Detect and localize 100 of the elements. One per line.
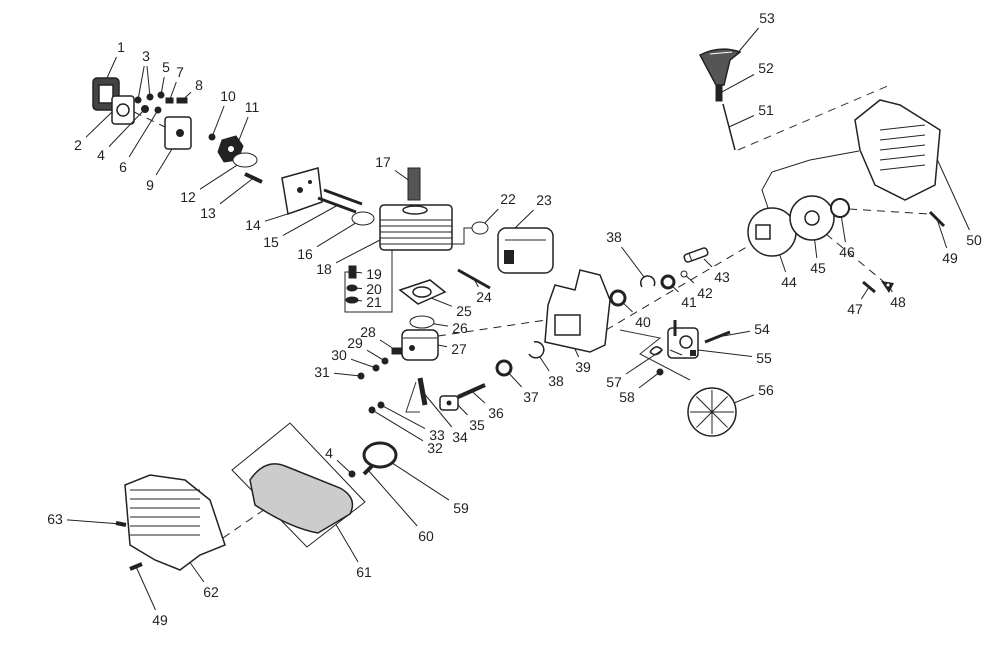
leader-line (366, 350, 383, 360)
leader-line (383, 406, 426, 430)
crank-half-drawing (439, 395, 459, 411)
leader-line (316, 222, 356, 248)
circlip-drawing (640, 275, 656, 288)
bolt-drawing (244, 172, 263, 184)
washer-drawing (372, 364, 380, 372)
leader-line (374, 411, 424, 442)
leader-line (146, 66, 150, 94)
leader-line (471, 390, 486, 404)
leader-line (138, 66, 145, 98)
leader-line (704, 258, 712, 268)
leader-line (357, 300, 362, 302)
leader-line (734, 394, 754, 404)
leader-line (937, 160, 970, 230)
callout-number: 24 (475, 290, 493, 304)
screw-drawing (129, 562, 143, 571)
leader-line (736, 28, 760, 56)
leader-line (890, 288, 893, 292)
leader-line (394, 170, 408, 180)
bearing-drawing (610, 290, 626, 306)
callout-number: 46 (838, 244, 856, 260)
callout-number: 53 (758, 10, 776, 26)
leader-line (220, 178, 254, 204)
leader-line (432, 323, 448, 327)
callout-number: 22 (499, 192, 517, 206)
clip-drawing (358, 372, 364, 380)
callout-number: 45 (809, 260, 827, 276)
alignment-line (848, 208, 930, 214)
clip-drawing (382, 358, 388, 364)
leader-line (334, 372, 358, 376)
leader-line (336, 240, 380, 264)
leader-line (136, 566, 156, 610)
leader-line (438, 344, 448, 348)
leader-line (184, 92, 192, 98)
callout-number: 49 (941, 250, 959, 266)
callout-number: 14 (244, 218, 262, 232)
screw-drawing (704, 330, 731, 344)
muffler-drawing (497, 227, 554, 274)
leader-line (761, 150, 860, 208)
callout-number: 37 (522, 390, 540, 404)
callout-number: 63 (46, 512, 64, 526)
filter-plate-drawing (164, 116, 192, 150)
washer-drawing (154, 106, 162, 114)
callout-number: 36 (487, 406, 505, 420)
callout-number: 61 (355, 564, 373, 580)
grommet-drawing (716, 86, 722, 102)
callout-number: 43 (713, 270, 731, 284)
piston-ring-drawing (410, 316, 434, 328)
nut-drawing (134, 96, 142, 104)
callout-number: 52 (757, 60, 775, 76)
alignment-line (826, 234, 884, 282)
screw-drawing (862, 280, 876, 294)
washer-drawing (141, 105, 149, 113)
callout-number: 44 (780, 274, 798, 290)
filter-base-drawing (111, 95, 135, 125)
callout-number: 15 (262, 234, 280, 250)
leader-line (840, 216, 846, 242)
callout-number: 13 (199, 206, 217, 220)
callout-number: 26 (451, 320, 469, 336)
bearing-drawing (660, 274, 676, 290)
bolt-drawing (457, 268, 491, 290)
washer-drawing (346, 296, 358, 304)
leader-line (282, 204, 338, 236)
leader-line (356, 288, 362, 289)
callout-number: 12 (179, 190, 197, 204)
sleeve-drawing (682, 246, 710, 264)
piston-pin-drawing (392, 348, 402, 354)
leader-line (86, 112, 112, 138)
cylinder-drawing (379, 204, 453, 251)
flywheel-drawing (687, 387, 737, 437)
callout-number: 42 (696, 286, 714, 300)
leader-line (452, 228, 472, 244)
callout-number: 2 (73, 138, 83, 152)
callout-number: 4 (324, 446, 334, 460)
leader-line (672, 286, 679, 292)
circlip-drawing (528, 341, 545, 358)
leader-line (336, 460, 350, 472)
leader-line (344, 250, 392, 312)
leader-line (161, 76, 165, 92)
callout-number: 27 (450, 342, 468, 356)
long-bolt-drawing (317, 188, 363, 214)
leader-line (860, 286, 870, 300)
bearing-drawing (378, 402, 384, 408)
washer-drawing (680, 270, 688, 278)
callout-number: 16 (296, 246, 314, 262)
callout-number: 50 (965, 232, 983, 248)
leader-line (698, 350, 752, 357)
spring-drawing (830, 198, 850, 218)
starter-housing-drawing (854, 99, 941, 201)
engine-cover-drawing (124, 474, 226, 571)
leader-line (170, 82, 177, 98)
leader-line (539, 356, 550, 372)
leader-line (458, 404, 468, 416)
leader-line (936, 218, 948, 248)
callout-number: 40 (634, 314, 652, 330)
leader-line (474, 278, 479, 288)
leader-line (336, 524, 359, 562)
leader-line (368, 470, 418, 526)
leader-line (212, 106, 225, 135)
